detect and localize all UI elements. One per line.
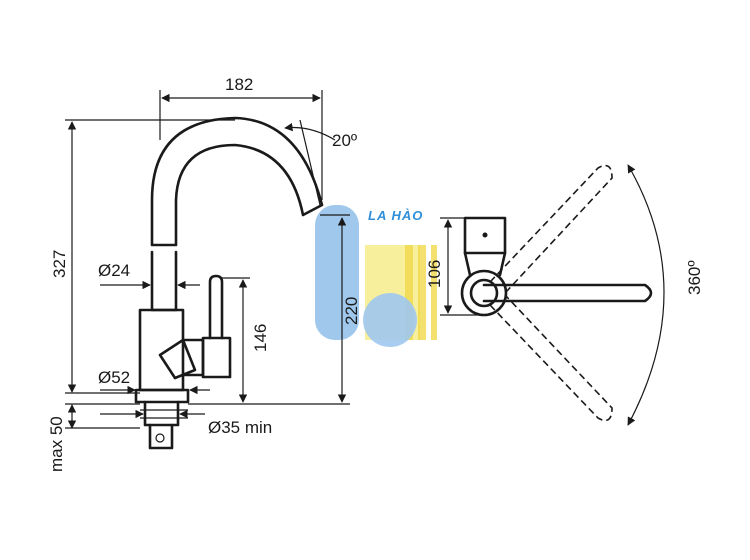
- dim-width-top: 182: [225, 75, 253, 94]
- dim-base-diameter: Ø52: [98, 368, 130, 387]
- faucet-side-view: [134, 116, 324, 450]
- dim-side-height: 106: [425, 260, 444, 288]
- dimension-lines: [65, 90, 350, 429]
- dim-spout-height: 220: [342, 297, 361, 325]
- watermark-logo: LA HÀO: [315, 205, 437, 347]
- dim-rotation: 360º: [685, 260, 704, 295]
- watermark-text: LA HÀO: [368, 208, 423, 223]
- dim-hole-min: Ø35 min: [208, 418, 272, 437]
- faucet-top-view: [440, 164, 665, 426]
- dim-pipe-diameter: Ø24: [98, 261, 130, 280]
- dim-lever-height: 146: [251, 324, 270, 352]
- dim-max-counter: max 50: [47, 416, 66, 472]
- dim-height-total: 327: [50, 250, 69, 278]
- dim-spout-angle: 20º: [332, 131, 357, 150]
